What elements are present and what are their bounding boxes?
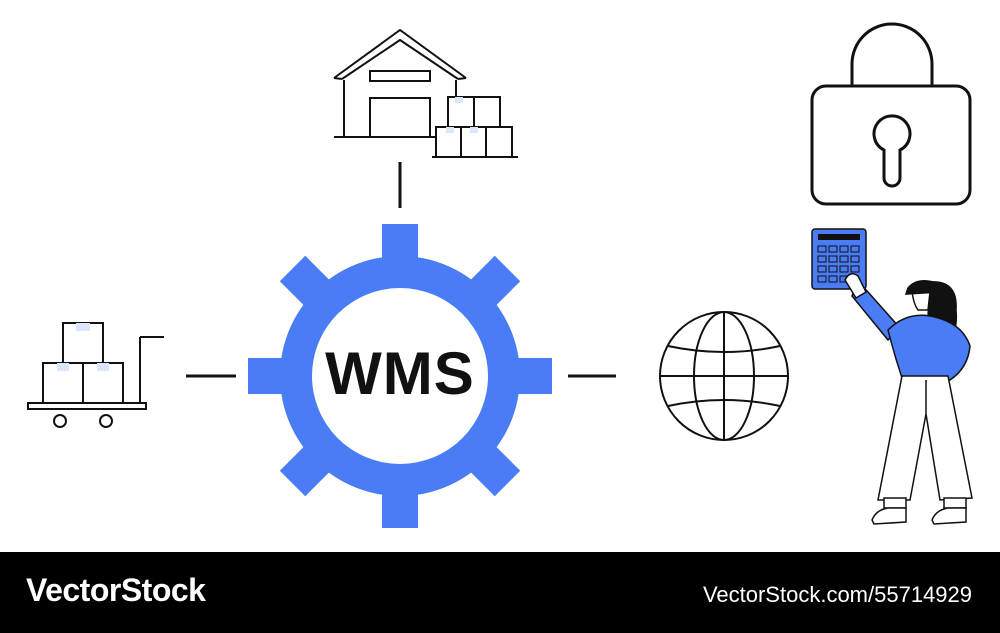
warehouse-icon — [333, 28, 518, 158]
wms-label: WMS — [325, 340, 475, 407]
gear-icon — [248, 224, 552, 528]
padlock-icon — [810, 22, 972, 206]
footer-brand: VectorStock — [26, 572, 206, 608]
watermark-footer: VectorStock VectorStock.com/55714929 — [0, 552, 1000, 633]
footer-credit: VectorStock.com/55714929 — [702, 582, 972, 607]
woman-figure-icon — [844, 273, 973, 525]
illustration — [27, 22, 973, 528]
globe-icon — [659, 311, 789, 441]
hand-truck-boxes-icon — [27, 322, 164, 428]
